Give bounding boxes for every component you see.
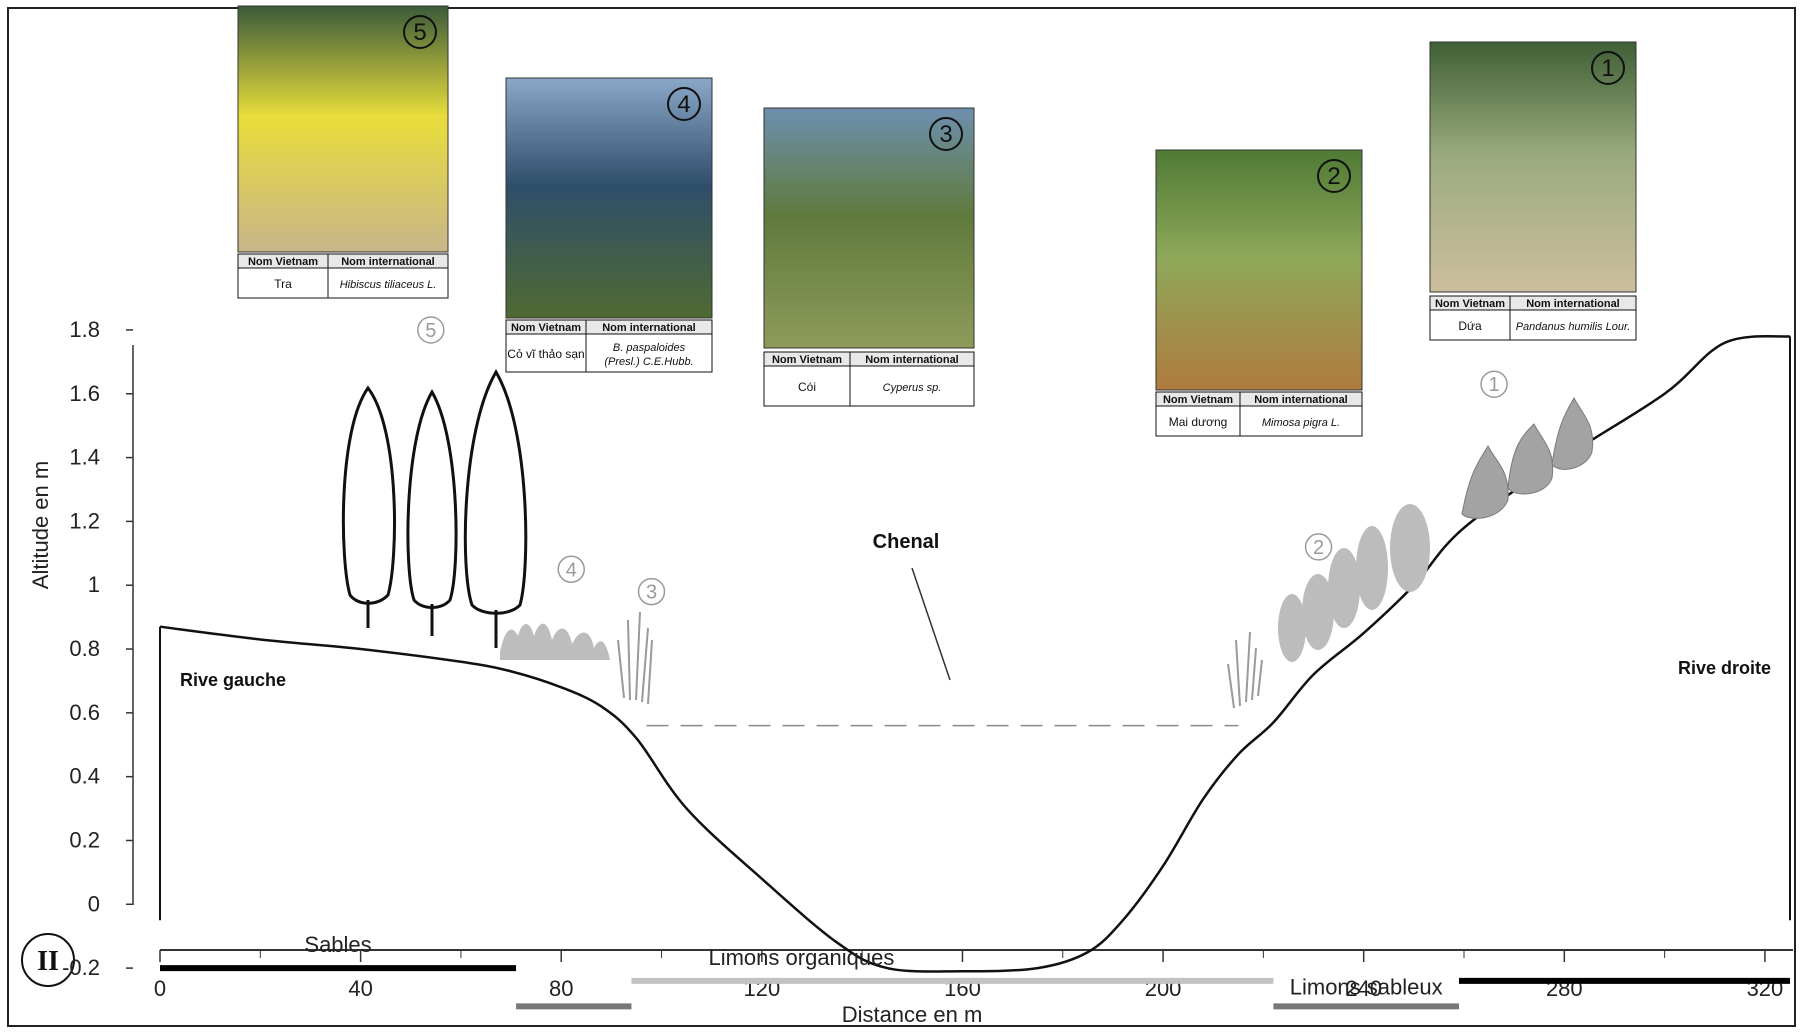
photo-number-badge (929, 117, 963, 151)
vegetation-marker-number: 5 (425, 320, 436, 342)
caption-header-vietnam: Nom Vietnam (1163, 394, 1233, 406)
caption-header-vietnam: Nom Vietnam (511, 322, 581, 334)
terrain-profile-line (159, 335, 1791, 973)
channel-leader-line (911, 567, 951, 681)
caption-international-name: B. paspaloides(Presl.) C.E.Hubb. (604, 342, 693, 368)
photo-number: 2 (1327, 163, 1340, 190)
vegetation-marker-number: 3 (646, 582, 657, 604)
shrub-icon (1278, 504, 1430, 662)
photo-number-badge (1591, 51, 1625, 85)
pandanus-icon (1461, 396, 1594, 519)
x-tick-label: 0 (154, 976, 166, 1001)
caption-vietnam-name: Dứa (1458, 319, 1482, 333)
right-bank-label: Rive droite (1678, 658, 1771, 678)
grass-clump-icon (500, 623, 610, 660)
x-tick-label: 240 (1345, 976, 1382, 1001)
sediment-label: Sables (304, 932, 371, 957)
vegetation-marker-number: 2 (1313, 537, 1324, 559)
caption-header-vietnam: Nom Vietnam (1435, 298, 1505, 310)
sedge-icon (1227, 631, 1263, 709)
tree-icon (463, 369, 528, 648)
x-tick-label: 40 (348, 976, 372, 1001)
photo-number: 4 (677, 91, 690, 118)
vegetation-marker-number: 4 (566, 559, 577, 581)
x-tick-label: 80 (549, 976, 573, 1001)
y-tick-label: 0.4 (69, 764, 100, 789)
x-axis-title: Distance en m (842, 1002, 983, 1027)
caption-vietnam-name: Mai dương (1169, 415, 1228, 429)
channel-label: Chenal (873, 531, 940, 553)
y-tick-label: 1.6 (69, 381, 100, 406)
y-tick-label: 1.8 (69, 317, 100, 342)
caption-header-vietnam: Nom Vietnam (248, 256, 318, 268)
caption-header-international: Nom international (1526, 298, 1620, 310)
vegetation-marker: 2 (1304, 533, 1333, 561)
caption-vietnam-name: Cỏ vĩ thảo sạn (507, 347, 584, 361)
caption-header-international: Nom international (865, 354, 959, 366)
y-tick-label: -0.2 (62, 955, 100, 980)
sedge-icon (617, 611, 653, 705)
vegetation-marker: 5 (417, 316, 445, 344)
y-tick-label: 0 (88, 891, 100, 916)
vegetation-number-markers: 5 4 3 2 1 (417, 316, 1508, 606)
y-tick-label: 0.6 (69, 700, 100, 725)
caption-header-international: Nom international (341, 256, 435, 268)
sediment-label: Limons sableux (1290, 974, 1443, 999)
caption-header-vietnam: Nom Vietnam (772, 354, 842, 366)
y-tick-label: 0.2 (69, 827, 100, 852)
caption-vietnam-name: Tra (274, 277, 292, 291)
photo-number: 3 (939, 121, 952, 148)
y-tick-label: 1.2 (69, 508, 100, 533)
y-ticks: -0.2 0 0.2 0.4 0.6 0.8 1 1.2 1.4 1.6 1.8 (62, 317, 133, 980)
vegetation-marker-number: 1 (1489, 374, 1500, 396)
vegetation-marker: 4 (557, 555, 586, 584)
y-axis-title: Altitude en m (28, 461, 53, 589)
vegetation-marker: 1 (1480, 370, 1508, 398)
photo-number: 5 (413, 19, 426, 46)
y-tick-label: 1.4 (69, 445, 100, 470)
y-tick-label: 0.8 (69, 636, 100, 661)
tree-icon (406, 389, 458, 636)
sediment-label: Limons organiques (708, 945, 894, 970)
figure-number-badge: II (21, 933, 75, 987)
caption-international-name: Hibiscus tiliaceus L. (340, 279, 437, 291)
photo-number: 1 (1601, 55, 1614, 82)
caption-international-name: Cyperus sp. (883, 382, 942, 394)
caption-header-international: Nom international (602, 322, 696, 334)
left-bank-label: Rive gauche (180, 670, 286, 690)
vegetation-marker: 3 (637, 577, 666, 606)
profile-layer (159, 335, 1791, 973)
caption-table: Nom Vietnam Nom international Cỏ vĩ thảo s… (505, 319, 713, 373)
caption-vietnam-name: Cói (798, 380, 816, 394)
caption-header-international: Nom international (1254, 394, 1348, 406)
caption-international-name: Pandanus humilis Lour. (1516, 321, 1631, 333)
photo-number-badge (403, 15, 437, 49)
channel-annotation: Chenal (873, 531, 951, 681)
tree-icon (341, 385, 396, 628)
photo-number-badge (1317, 159, 1351, 193)
y-tick-label: 1 (88, 572, 100, 597)
photo-number-badge (667, 87, 701, 121)
vegetation-illustrations (341, 369, 1594, 709)
figure-number: II (37, 946, 59, 977)
caption-international-name: Mimosa pigra L. (1262, 417, 1340, 429)
